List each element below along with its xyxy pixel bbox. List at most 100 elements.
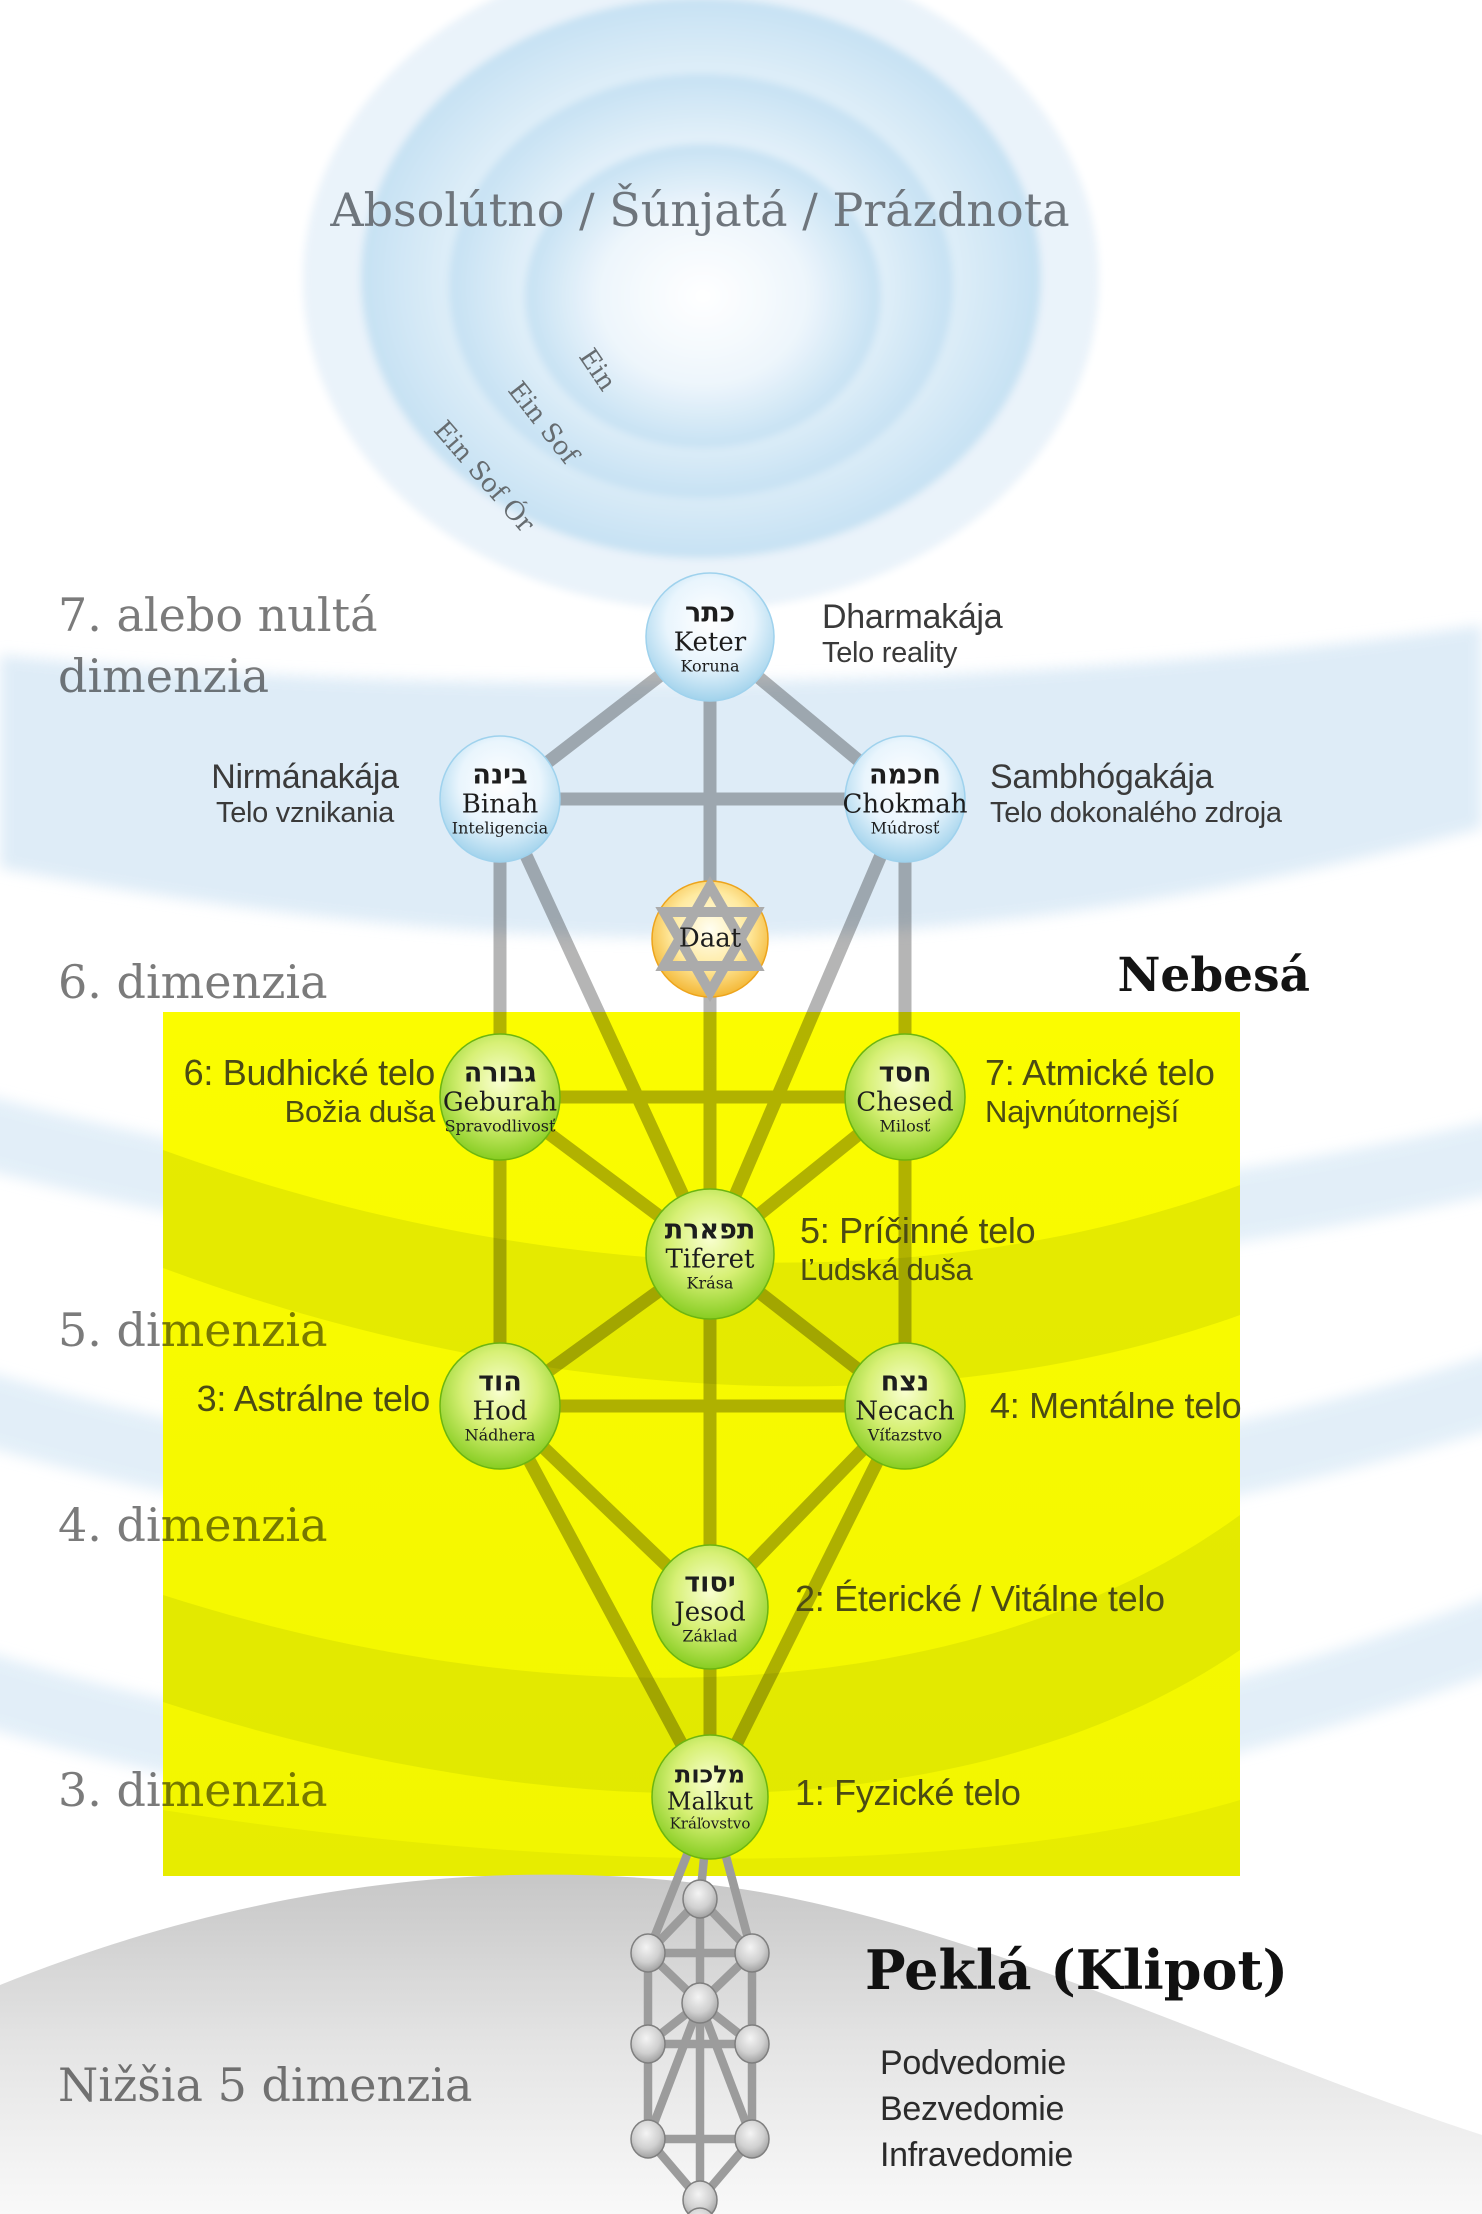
body-1-label: 1: Fyzické telo <box>795 1772 1021 1814</box>
sephira-hod-circle <box>439 1342 561 1470</box>
body-1-name: 1: Fyzické telo <box>795 1772 1021 1813</box>
sambhogakaja-sub: Telo dokonalého zdroja <box>990 797 1282 829</box>
sephira-geburah-circle <box>439 1033 561 1161</box>
sephira-chesed-label: חסד Chesed Milosť <box>856 1058 953 1135</box>
sephira-chesed-circle <box>844 1033 966 1161</box>
dharmakaja-name: Dharmakája <box>822 598 1003 636</box>
dimension-5-label: 5. dimenzia <box>58 1303 328 1357</box>
jesod-name: Jesod <box>674 1597 746 1628</box>
body-7-label: 7: Atmické telo Najvnútornejší <box>985 1052 1215 1130</box>
body-2-label: 2: Éterické / Vitálne telo <box>795 1578 1165 1620</box>
sephira-binah-circle <box>439 735 561 863</box>
chesed-translation: Milosť <box>879 1116 931 1136</box>
keter-translation: Koruna <box>680 656 740 676</box>
sephira-malkut-label: מלכות Malkut Kráľovstvo <box>666 1761 754 1833</box>
sephira-necach-circle <box>844 1342 966 1470</box>
daat-name: Daat <box>678 923 742 954</box>
sephira-jesod-label: יסוד Jesod Základ <box>674 1568 745 1645</box>
dimension-6-label: 6. dimenzia <box>58 955 328 1009</box>
dimension-lower-label: Nižšia 5 dimenzia <box>58 2058 473 2112</box>
dimension-3-label: 3. dimenzia <box>58 1763 328 1817</box>
binah-name: Binah <box>461 789 539 820</box>
sephira-keter-circle <box>645 572 775 702</box>
page-title: Absolútno / Šúnjatá / Prázdnota <box>330 183 1070 237</box>
sephira-tiferet-circle <box>645 1188 775 1320</box>
body-4-label: 4: Mentálne telo <box>990 1385 1242 1427</box>
chokmah-hebrew: חכמה <box>869 759 941 791</box>
body-6-label: 6: Budhické telo Božia duša <box>183 1052 436 1130</box>
nirmanakaja-name: Nirmánakája <box>211 758 399 796</box>
sephira-chokmah-label: חכמה Chokmah Múdrosť <box>843 760 968 837</box>
absolute-glow-rings <box>303 0 1099 610</box>
sephira-necach-label: נצח Necach Víťazstvo <box>855 1367 955 1444</box>
dharmakaja-sub: Telo reality <box>822 637 958 669</box>
hod-name: Hod <box>472 1396 528 1427</box>
heavens-label: Nebesá <box>1117 948 1310 1003</box>
chokmah-translation: Múdrosť <box>870 818 940 838</box>
hells-line1: Podvedomie <box>880 2044 1067 2082</box>
hells-line3: Infravedomie <box>880 2136 1073 2175</box>
tiferet-translation: Krása <box>686 1273 734 1293</box>
malkut-translation: Kráľovstvo <box>669 1814 751 1833</box>
geburah-hebrew: גבורה <box>463 1057 537 1089</box>
dimension-7-line1: 7. alebo nultá <box>58 588 378 642</box>
hod-translation: Nádhera <box>464 1425 536 1445</box>
body-4-name: 4: Mentálne telo <box>990 1385 1242 1426</box>
body-5-name: 5: Príčinné telo <box>800 1210 1036 1251</box>
jesod-hebrew: יסוד <box>684 1567 736 1599</box>
hells-line2: Bezvedomie <box>880 2090 1065 2129</box>
necach-name: Necach <box>855 1396 955 1427</box>
hells-sublabels: Podvedomie Bezvedomie Infravedomie <box>880 2040 1073 2179</box>
tiferet-name: Tiferet <box>665 1244 755 1275</box>
hells-title: Peklá (Klipot) <box>865 1938 1289 2002</box>
sephirot-spheres <box>439 572 966 1860</box>
geburah-translation: Spravodlivosť <box>444 1116 556 1136</box>
body-5-sub: Ľudská duša <box>800 1252 973 1287</box>
chokmah-name: Chokmah <box>842 789 968 820</box>
nirmanakaja-label: Nirmánakája Telo vznikania <box>211 758 399 830</box>
sephira-hod-label: הוד Hod Nádhera <box>465 1367 536 1444</box>
sambhogakaja-name: Sambhógakája <box>990 758 1214 796</box>
dimension-4-label: 4. dimenzia <box>58 1498 328 1552</box>
binah-hebrew: בינה <box>472 759 528 791</box>
tiferet-hebrew: תפארת <box>664 1214 756 1246</box>
keter-name: Keter <box>673 627 747 658</box>
sephira-chokmah-circle <box>844 735 966 863</box>
sephira-malkut-circle <box>651 1734 769 1860</box>
sephira-tiferet-label: תפארת Tiferet Krása <box>665 1215 756 1292</box>
nirmanakaja-sub: Telo vznikania <box>216 797 394 829</box>
sephira-geburah-label: גבורה Geburah Spravodlivosť <box>443 1058 557 1135</box>
chesed-hebrew: חסד <box>878 1057 932 1089</box>
klipot-spheres <box>630 1879 770 2214</box>
body-7-name: 7: Atmické telo <box>985 1052 1215 1093</box>
body-6-name: 6: Budhické telo <box>183 1052 436 1093</box>
dimension-7-label: 7. alebo nultá dimenzia <box>58 585 378 706</box>
sephira-binah-label: בינה Binah Inteligencia <box>452 760 548 837</box>
dimension-7-line2: dimenzia <box>58 648 269 703</box>
dharmakaja-label: Dharmakája Telo reality <box>822 598 1003 670</box>
body-3-label: 3: Astrálne telo <box>196 1378 431 1420</box>
binah-translation: Inteligencia <box>451 818 549 838</box>
sambhogakaja-label: Sambhógakája Telo dokonalého zdroja <box>990 758 1282 830</box>
body-7-sub: Najvnútornejší <box>985 1094 1179 1129</box>
necach-translation: Víťazstvo <box>867 1425 943 1445</box>
keter-hebrew: כתר <box>684 597 735 629</box>
sephira-daat-label: Daat <box>679 924 741 953</box>
necach-hebrew: נצח <box>880 1366 930 1398</box>
sephira-keter-label: כתר Keter Koruna <box>674 598 746 675</box>
heavens-band <box>0 625 1482 938</box>
yellow-region <box>163 1012 1240 1876</box>
sephira-jesod-circle <box>651 1544 769 1670</box>
body-6-sub: Božia duša <box>284 1094 436 1129</box>
body-2-name: 2: Éterické / Vitálne telo <box>795 1578 1165 1619</box>
body-5-label: 5: Príčinné telo Ľudská duša <box>800 1210 1036 1288</box>
chesed-name: Chesed <box>856 1087 954 1118</box>
jesod-translation: Základ <box>682 1626 738 1646</box>
geburah-name: Geburah <box>442 1087 558 1118</box>
body-3-name: 3: Astrálne telo <box>196 1378 431 1419</box>
daat-star-icon <box>655 875 765 1003</box>
malkut-name: Malkut <box>666 1787 754 1816</box>
hod-hebrew: הוד <box>478 1366 522 1398</box>
